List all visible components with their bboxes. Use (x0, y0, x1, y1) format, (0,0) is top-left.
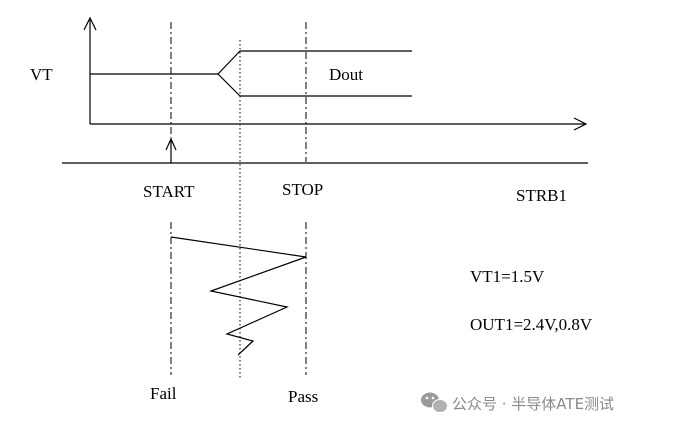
strb-label: STRB1 (516, 186, 567, 205)
watermark-text: 公众号 · 半导体ATE测试 (452, 395, 614, 413)
start-label: START (143, 182, 195, 201)
vt1-label: VT1=1.5V (470, 267, 545, 286)
out1-label: OUT1=2.4V,0.8V (470, 315, 593, 334)
fail-label: Fail (150, 384, 177, 403)
pass-label: Pass (288, 387, 318, 406)
dout-rise-edge (217, 50, 241, 75)
dout-label: Dout (329, 65, 363, 84)
start-arrowhead (165, 137, 177, 151)
wechat-icon (421, 392, 448, 413)
vt-label: VT (30, 65, 53, 84)
vt-axis-arrowhead (83, 16, 97, 31)
stop-label: STOP (282, 180, 323, 199)
search-zigzag (170, 236, 307, 356)
dout-fall-edge (217, 73, 241, 97)
time-axis-arrowhead (573, 117, 588, 131)
watermark: 公众号 · 半导体ATE测试 (421, 392, 614, 413)
